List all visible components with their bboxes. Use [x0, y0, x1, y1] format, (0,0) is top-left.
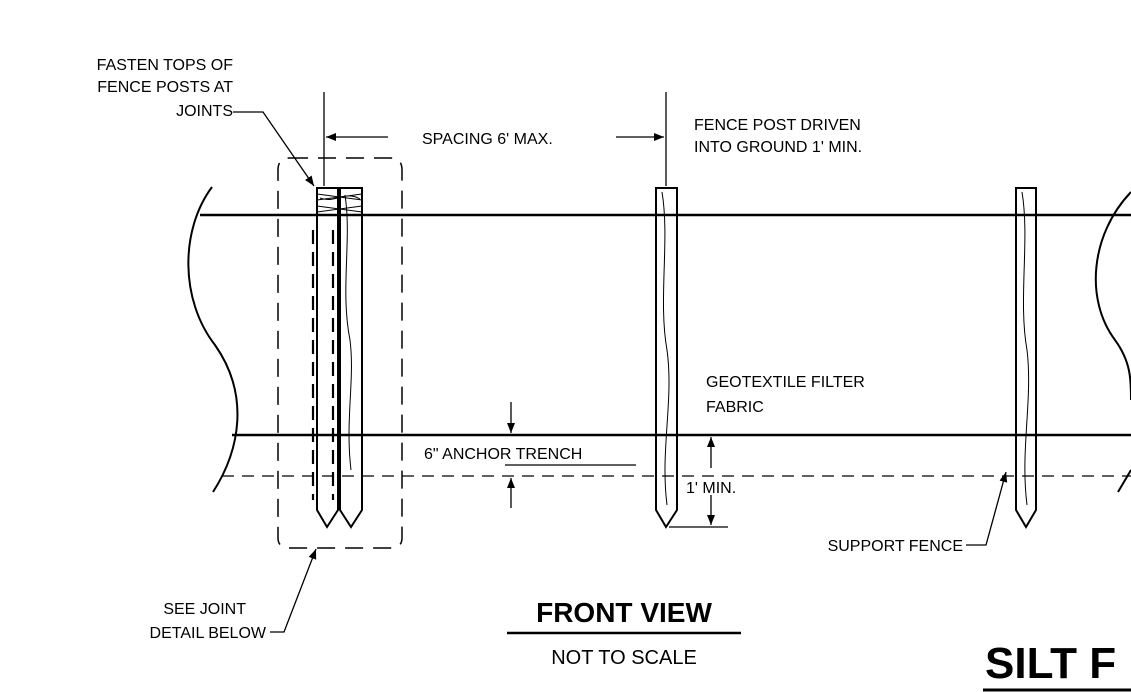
geotextile-label-line1: GEOTEXTILE FILTER — [706, 374, 865, 391]
fabric-right-break-line-lower — [1117, 469, 1131, 493]
support-fence-leader — [966, 471, 1008, 546]
joint-post-right — [339, 187, 363, 529]
one-ft-min-label: 1' MIN. — [686, 480, 736, 497]
fabric-left-break-line — [187, 186, 239, 493]
anchor-trench-label: 6" ANCHOR TRENCH — [424, 446, 582, 463]
see-joint-label-line2: DETAIL BELOW — [150, 625, 267, 642]
fasten-label-line3: JOINTS — [176, 103, 233, 120]
geotextile-label-line2: FABRIC — [706, 399, 764, 416]
right-post-wood-grain — [1021, 191, 1030, 506]
see-joint-label-line1: SEE JOINT — [163, 601, 246, 618]
joint-fastening-wraps — [316, 193, 363, 213]
support-fence-label: SUPPORT FENCE — [828, 538, 963, 555]
fasten-tops-leader — [233, 111, 315, 187]
view-title: FRONT VIEW — [536, 597, 712, 628]
right-fence-post — [1015, 187, 1037, 529]
fasten-label-line1: FASTEN TOPS OF — [97, 57, 234, 74]
middle-post-wood-grain — [661, 191, 670, 506]
spacing-label: SPACING 6' MAX. — [422, 131, 553, 148]
joint-detail-outline — [277, 157, 403, 549]
view-subtitle: NOT TO SCALE — [551, 647, 697, 669]
post-driven-label-line1: FENCE POST DRIVEN — [694, 117, 861, 134]
joint-post-wood-grain — [344, 194, 352, 471]
fabric-right-break-line-upper — [1094, 191, 1131, 401]
fasten-label-line2: FENCE POSTS AT — [97, 79, 233, 96]
see-joint-leader — [270, 548, 317, 633]
joint-post-left — [316, 187, 339, 529]
post-driven-label-line2: INTO GROUND 1' MIN. — [694, 139, 862, 156]
middle-fence-post — [655, 187, 678, 529]
sheet-title: SILT F — [985, 639, 1116, 688]
